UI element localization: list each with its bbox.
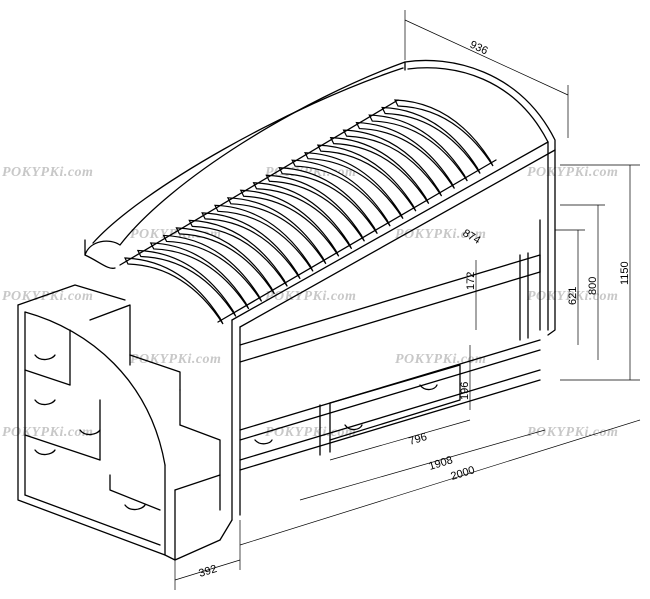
slat [265, 174, 365, 242]
watermark-12: POKYPKi.com [265, 425, 356, 440]
slat [149, 242, 250, 310]
slat [226, 197, 327, 265]
slat [342, 129, 443, 197]
dim-drawer-length: 796 [407, 431, 428, 448]
watermark-1: POKYPKi.com [2, 165, 93, 180]
slat [175, 227, 275, 295]
dim-width-top: 936 [468, 39, 490, 58]
stair-unit [17, 284, 233, 561]
watermark-6: POKYPKi.com [2, 289, 93, 304]
slat [252, 182, 353, 250]
slat [381, 106, 481, 174]
dim-rail-height: 172 [465, 272, 477, 290]
bed-frame [231, 219, 541, 521]
right-end-panel [231, 141, 556, 336]
watermark-5: POKYPKi.com [395, 227, 486, 242]
slat [278, 167, 378, 235]
dim-height-side: 621 [567, 287, 579, 305]
dim-inner-length: 1908 [427, 454, 454, 473]
dim-total-length: 2000 [449, 464, 476, 483]
slat [214, 204, 314, 272]
slat [304, 152, 404, 219]
watermarks: POKYPKi.com POKYPKi.com POKYPKi.com POKY… [2, 165, 618, 440]
slat [368, 114, 468, 182]
watermark-8: POKYPKi.com [527, 289, 618, 304]
dim-height-bed: 800 [587, 277, 599, 295]
dim-stair-depth: 392 [197, 563, 218, 580]
slat [136, 249, 237, 317]
slat [316, 144, 417, 212]
slat [239, 189, 340, 257]
slats [119, 99, 497, 325]
slat [394, 99, 494, 167]
watermark-11: POKYPKi.com [2, 425, 93, 440]
dimension-lines [174, 10, 641, 590]
watermark-3: POKYPKi.com [527, 165, 618, 180]
slat [355, 121, 455, 189]
slat [162, 234, 263, 302]
dim-height-total: 1150 [619, 261, 631, 285]
headboard [84, 59, 556, 269]
watermark-13: POKYPKi.com [527, 425, 618, 440]
slat-rail-right [217, 159, 497, 323]
slat [291, 159, 391, 227]
watermark-7: POKYPKi.com [265, 289, 356, 304]
slat [329, 136, 430, 204]
slat [201, 212, 301, 280]
slat-rail-left [119, 99, 399, 266]
slat [188, 219, 288, 287]
dim-drawer-height: 196 [459, 382, 471, 400]
slat [124, 257, 224, 325]
watermark-10: POKYPKi.com [395, 352, 486, 367]
bed-drawers [254, 364, 461, 456]
